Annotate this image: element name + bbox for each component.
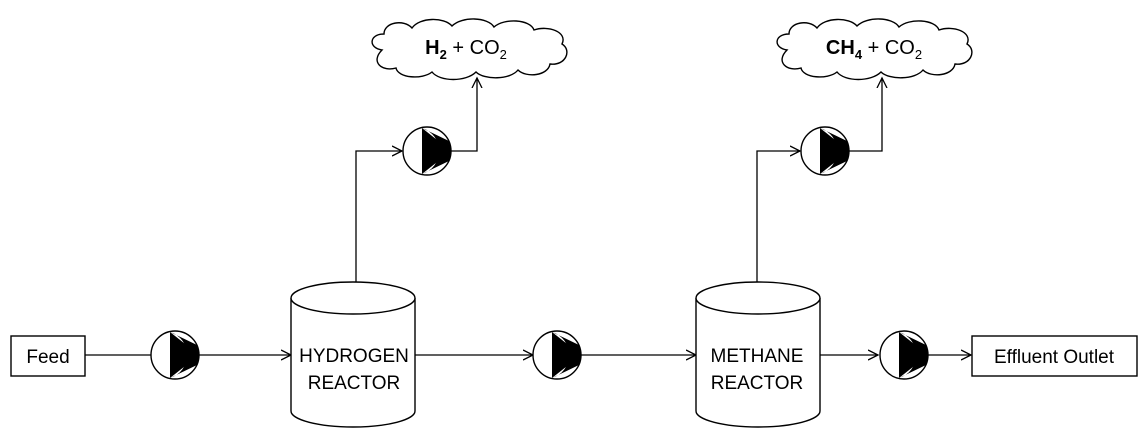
effluent-outlet-label: Effluent Outlet [994, 347, 1115, 368]
methane-reactor-vessel [695, 298, 821, 428]
pump-icon [532, 330, 582, 380]
hydrogen-reactor-vessel [290, 298, 416, 428]
h2-co2-label: H2 + CO2 [425, 37, 507, 62]
hydrogen-reactor-label-line1: HYDROGEN [299, 346, 409, 367]
line-gas-pump-to-ch4-cloud [849, 78, 882, 152]
cloud-icon [371, 18, 568, 81]
ch4-co2-label: CH4 + CO2 [826, 37, 922, 62]
pump-icon [800, 126, 850, 176]
feed-box: Feed [10, 335, 86, 377]
hydrogen-reactor-label-line2: REACTOR [308, 373, 401, 394]
line-hydrogen-reactor-to-gas-pump [355, 151, 402, 283]
cloud-icon [776, 18, 973, 81]
methane-reactor-top [695, 281, 821, 315]
feed-label: Feed [26, 347, 69, 368]
pump-icon [879, 330, 929, 380]
methane-reactor-label-line2: REACTOR [711, 373, 804, 394]
pump-icon [402, 126, 452, 176]
hydrogen-reactor-top [290, 281, 416, 315]
effluent-outlet-box: Effluent Outlet [971, 335, 1138, 377]
line-methane-reactor-to-gas-pump [756, 151, 800, 283]
pump-icon [150, 330, 200, 380]
hydrogen-reactor: HYDROGEN REACTOR [290, 281, 416, 428]
flow-lines [85, 78, 971, 355]
methane-reactor-label-line1: METHANE [711, 346, 804, 367]
methane-reactor: METHANE REACTOR [695, 281, 821, 428]
line-gas-pump-to-h2-cloud [451, 78, 477, 152]
